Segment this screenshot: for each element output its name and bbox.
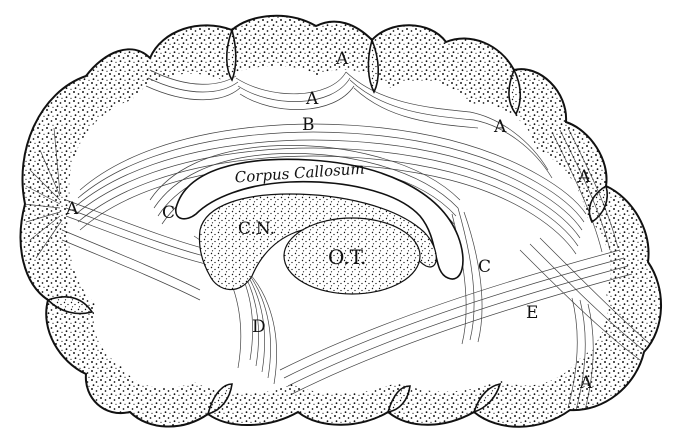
label-b: B [302,115,315,135]
label-a-top-center: A [335,49,349,69]
label-optic-thalamus: O.T. [328,245,366,269]
label-caudate-nucleus: C.N. [238,219,275,239]
label-e: E [526,303,538,323]
label-d: D [252,317,266,337]
label-c-left: C [162,203,175,223]
label-a-bottom-right: A [579,373,593,393]
label-a-right-edge: A [577,167,591,187]
label-a-top-mid: A [305,89,319,109]
label-a-top-right: A [493,117,507,137]
label-c-right: C [478,257,491,277]
label-a-left-pole: A [65,199,79,219]
